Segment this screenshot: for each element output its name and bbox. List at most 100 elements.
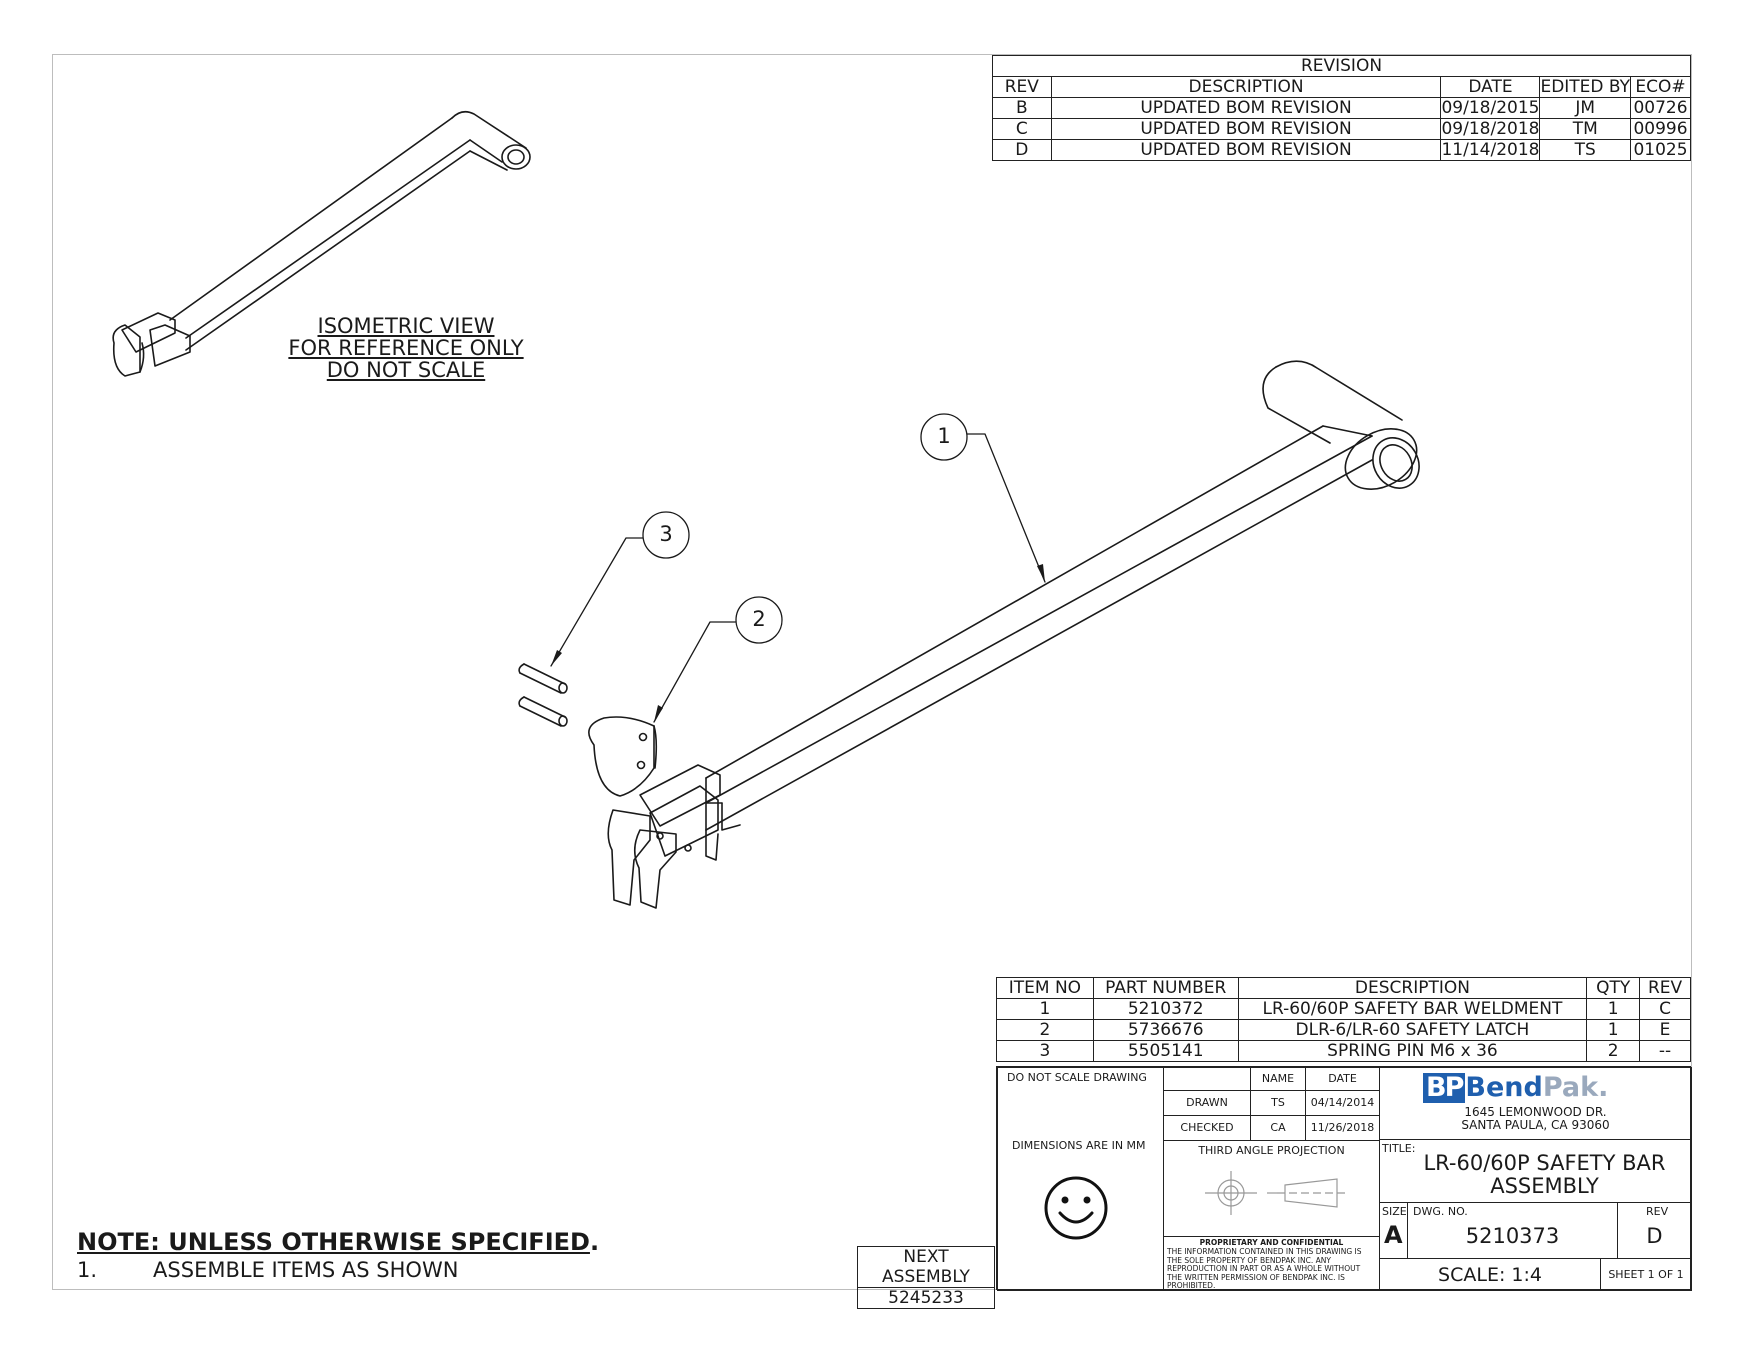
balloon-1: 1 xyxy=(937,424,951,448)
projection-label: THIRD ANGLE PROJECTION xyxy=(1198,1144,1345,1157)
drawn-date: 04/14/2014 xyxy=(1305,1090,1380,1116)
rev-header-description: DESCRIPTION xyxy=(1050,76,1442,98)
bom-cell: 3 xyxy=(996,1040,1094,1062)
size-value: A xyxy=(1384,1221,1403,1249)
spring-pins xyxy=(518,663,568,727)
checked-name: CA xyxy=(1250,1115,1306,1141)
drawn-label: DRAWN xyxy=(1163,1090,1251,1116)
next-assembly-label: NEXT ASSEMBLY xyxy=(857,1246,995,1288)
rev-cell: C xyxy=(992,118,1052,140)
revision-table: REVISION REV DESCRIPTION DATE EDITED BY … xyxy=(992,55,1691,161)
rev-cell: UPDATED BOM REVISION xyxy=(1050,97,1442,119)
bom-cell: 5505141 xyxy=(1092,1040,1239,1062)
rev-label: REV xyxy=(1646,1205,1669,1218)
sheet-value: SHEET 1 OF 1 xyxy=(1608,1268,1684,1281)
bom-cell: LR-60/60P SAFETY BAR WELDMENT xyxy=(1237,998,1588,1020)
logo-dot: . xyxy=(1598,1072,1609,1103)
smiley-icon xyxy=(1044,1176,1108,1240)
bom-header-item: ITEM NO xyxy=(996,977,1094,999)
table-row: C UPDATED BOM REVISION 09/18/2018 TM 009… xyxy=(992,118,1691,140)
logo-pak: Pak xyxy=(1542,1072,1599,1103)
table-row: 1 5210372 LR-60/60P SAFETY BAR WELDMENT … xyxy=(996,998,1691,1020)
table-row: 2 5736676 DLR-6/LR-60 SAFETY LATCH 1 E xyxy=(996,1019,1691,1041)
proprietary-text: THE INFORMATION CONTAINED IN THIS DRAWIN… xyxy=(1167,1247,1362,1290)
bom-header-qty: QTY xyxy=(1586,977,1641,999)
dwg-label: DWG. NO. xyxy=(1413,1205,1468,1218)
logo-bend: Bend xyxy=(1465,1072,1543,1103)
rev-header-date: DATE xyxy=(1440,76,1541,98)
rev-cell: 09/18/2015 xyxy=(1440,97,1541,119)
safety-bar-weldment xyxy=(705,360,1420,861)
title-block: DO NOT SCALE DRAWING DIMENSIONS ARE IN M… xyxy=(996,1066,1692,1291)
bom-cell: E xyxy=(1639,1019,1691,1041)
bom-header-rev: REV xyxy=(1639,977,1691,999)
table-row: B UPDATED BOM REVISION 09/18/2015 JM 007… xyxy=(992,97,1691,119)
dwg-number: 5210373 xyxy=(1465,1224,1560,1248)
address-line1: 1645 LEMONWOOD DR. xyxy=(1464,1105,1607,1119)
isometric-view-note: ISOMETRIC VIEW FOR REFERENCE ONLY DO NOT… xyxy=(280,315,532,381)
table-row: D UPDATED BOM REVISION 11/14/2018 TS 010… xyxy=(992,139,1691,161)
rev-cell: 00996 xyxy=(1630,118,1691,140)
rev-cell: D xyxy=(992,139,1052,161)
checked-label: CHECKED xyxy=(1163,1115,1251,1141)
rev-header-rev: REV xyxy=(992,76,1052,98)
dimensions-label: DIMENSIONS ARE IN MM xyxy=(1012,1139,1146,1152)
balloon-leaders xyxy=(550,413,1046,723)
checked-date: 11/26/2018 xyxy=(1305,1115,1380,1141)
bom-cell: 1 xyxy=(1586,1019,1641,1041)
notes-title-text: NOTE: UNLESS OTHERWISE SPECIFIED xyxy=(77,1228,590,1256)
rev-cell: TM xyxy=(1539,118,1632,140)
notes-title: NOTE: UNLESS OTHERWISE SPECIFIED. xyxy=(77,1228,599,1256)
isometric-view xyxy=(112,110,531,377)
note-item-text: ASSEMBLE ITEMS AS SHOWN xyxy=(153,1258,459,1282)
title-label: TITLE: xyxy=(1382,1142,1416,1155)
sheet-cell xyxy=(1600,1258,1692,1291)
bom-cell: 1 xyxy=(1586,998,1641,1020)
bom-cell: 5736676 xyxy=(1092,1019,1239,1041)
rev-cell: 01025 xyxy=(1630,139,1691,161)
size-label: SIZE xyxy=(1382,1205,1407,1218)
bom-header-row: ITEM NO PART NUMBER DESCRIPTION QTY REV xyxy=(996,977,1691,999)
name-header: NAME xyxy=(1250,1067,1306,1091)
balloon-2: 2 xyxy=(752,607,766,631)
revision-header-row: REV DESCRIPTION DATE EDITED BY ECO# xyxy=(992,76,1691,98)
drawing-title: LR-60/60P SAFETY BAR ASSEMBLY xyxy=(1397,1152,1692,1198)
bom-cell: C xyxy=(1639,998,1691,1020)
do-not-scale-label: DO NOT SCALE DRAWING xyxy=(1007,1071,1147,1084)
drawn-name: TS xyxy=(1250,1090,1306,1116)
third-angle-projection-icon xyxy=(1205,1171,1347,1215)
bom-header-description: DESCRIPTION xyxy=(1237,977,1588,999)
balloon-3: 3 xyxy=(659,522,673,546)
rev-cell: UPDATED BOM REVISION xyxy=(1050,118,1442,140)
company-address: 1645 LEMONWOOD DR. SANTA PAULA, CA 93060 xyxy=(1379,1106,1692,1132)
bom-cell: -- xyxy=(1639,1040,1691,1062)
rev-header-edited-by: EDITED BY xyxy=(1539,76,1632,98)
bom-table: ITEM NO PART NUMBER DESCRIPTION QTY REV … xyxy=(996,977,1691,1062)
iso-note-line1: ISOMETRIC VIEW xyxy=(317,314,495,338)
bom-cell: SPRING PIN M6 x 36 xyxy=(1237,1040,1588,1062)
rev-cell: UPDATED BOM REVISION xyxy=(1050,139,1442,161)
address-line2: SANTA PAULA, CA 93060 xyxy=(1461,1118,1610,1132)
logo-bp: BP xyxy=(1423,1073,1466,1103)
rev-cell: TS xyxy=(1539,139,1632,161)
rev-cell: 00726 xyxy=(1630,97,1691,119)
title-line2: ASSEMBLY xyxy=(1490,1174,1599,1198)
bom-cell: 2 xyxy=(996,1019,1094,1041)
proprietary-title: PROPRIETARY AND CONFIDENTIAL xyxy=(1199,1238,1344,1247)
bom-cell: 1 xyxy=(996,998,1094,1020)
safety-latch xyxy=(588,716,721,909)
date-header: DATE xyxy=(1305,1067,1380,1091)
revision-title: REVISION xyxy=(992,55,1691,77)
iso-note-line3: DO NOT SCALE xyxy=(326,358,486,382)
bom-header-part: PART NUMBER xyxy=(1092,977,1239,999)
iso-note-line2: FOR REFERENCE ONLY xyxy=(288,336,524,360)
rev-cell: JM xyxy=(1539,97,1632,119)
notes-title-period: . xyxy=(589,1228,600,1256)
note-item-1: 1.ASSEMBLE ITEMS AS SHOWN xyxy=(77,1258,458,1282)
scale-value: SCALE: 1:4 xyxy=(1438,1264,1542,1286)
title-line1: LR-60/60P SAFETY BAR xyxy=(1423,1151,1666,1175)
rev-cell: B xyxy=(992,97,1052,119)
bom-cell: 5210372 xyxy=(1092,998,1239,1020)
